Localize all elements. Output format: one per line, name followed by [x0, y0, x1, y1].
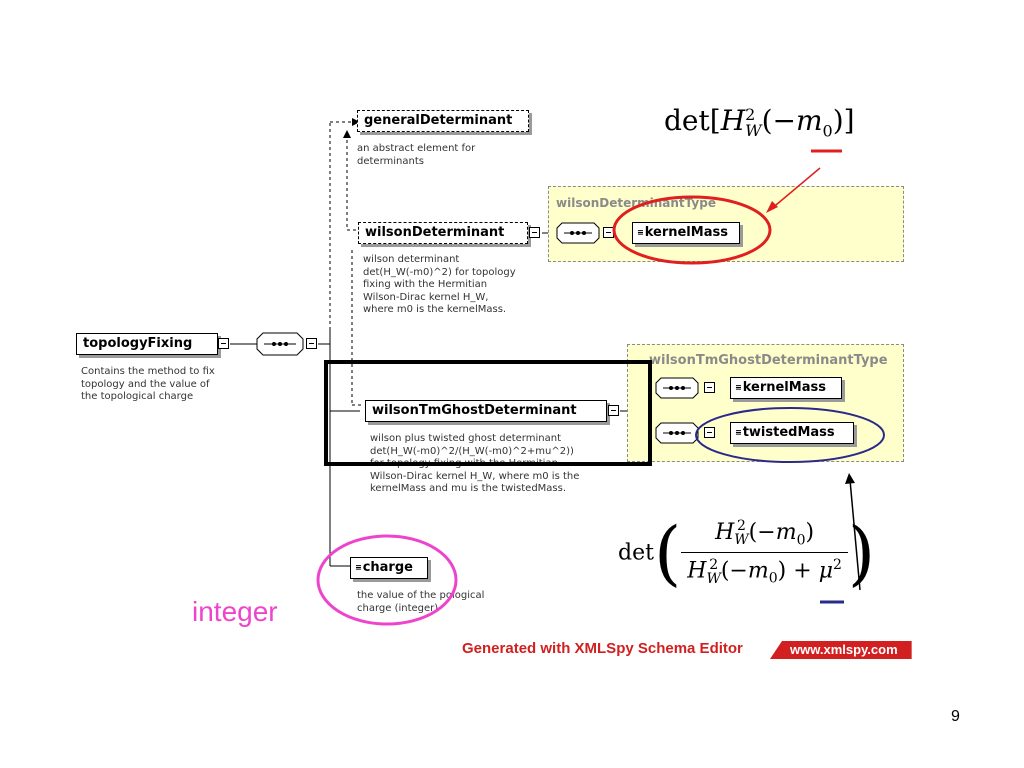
element-type-icon: ≡	[355, 563, 362, 572]
element-type-icon: ≡	[735, 428, 742, 437]
wilson-tm-ghost-determinant-element[interactable]: wilsonTmGhostDeterminant	[365, 400, 607, 422]
twisted-mass-element[interactable]: ≡twistedMass	[730, 422, 854, 444]
wilson-determinant-type-label: wilsonDeterminantType	[556, 196, 716, 210]
charge-element[interactable]: ≡charge	[350, 557, 428, 579]
sequence-compositor-icon	[655, 377, 699, 399]
page-number: 9	[951, 708, 960, 725]
expand-collapse-icon[interactable]	[608, 405, 620, 417]
integer-label: integer	[192, 596, 278, 627]
wilson-determinant-description: wilson determinant det(H_W(-m0)^2) for t…	[363, 254, 516, 315]
element-type-icon: ≡	[637, 228, 644, 237]
expand-collapse-icon[interactable]	[306, 338, 318, 350]
general-determinant-description: an abstract element for determinants	[357, 143, 476, 167]
topology-fixing-element[interactable]: topologyFixing	[76, 333, 218, 355]
general-determinant-element[interactable]: generalDeterminant	[357, 110, 529, 132]
charge-description: the value of the pological charge (integ…	[357, 590, 485, 614]
xmlspy-link[interactable]: www.xmlspy.com	[770, 641, 912, 659]
sequence-compositor-icon	[556, 222, 600, 244]
wilson-determinant-type-box	[548, 186, 904, 262]
wilson-tm-ghost-type-label: wilsonTmGhostDeterminantType	[649, 353, 888, 368]
sequence-compositor-icon	[256, 332, 304, 356]
expand-collapse-icon[interactable]	[529, 227, 541, 239]
kernel-mass-element-2[interactable]: ≡kernelMass	[730, 377, 842, 399]
kernel-mass-element-1[interactable]: ≡kernelMass	[632, 222, 740, 244]
expand-collapse-icon[interactable]	[218, 338, 230, 350]
expand-collapse-icon[interactable]	[704, 382, 716, 394]
topology-fixing-description: Contains the method to fix topology and …	[81, 366, 215, 402]
element-type-icon: ≡	[735, 383, 742, 392]
generated-with-label: Generated with XMLSpy Schema Editor	[462, 640, 743, 657]
sequence-compositor-icon	[655, 422, 699, 444]
wilson-determinant-element[interactable]: wilsonDeterminant	[358, 222, 528, 244]
expand-collapse-icon[interactable]	[704, 427, 716, 439]
